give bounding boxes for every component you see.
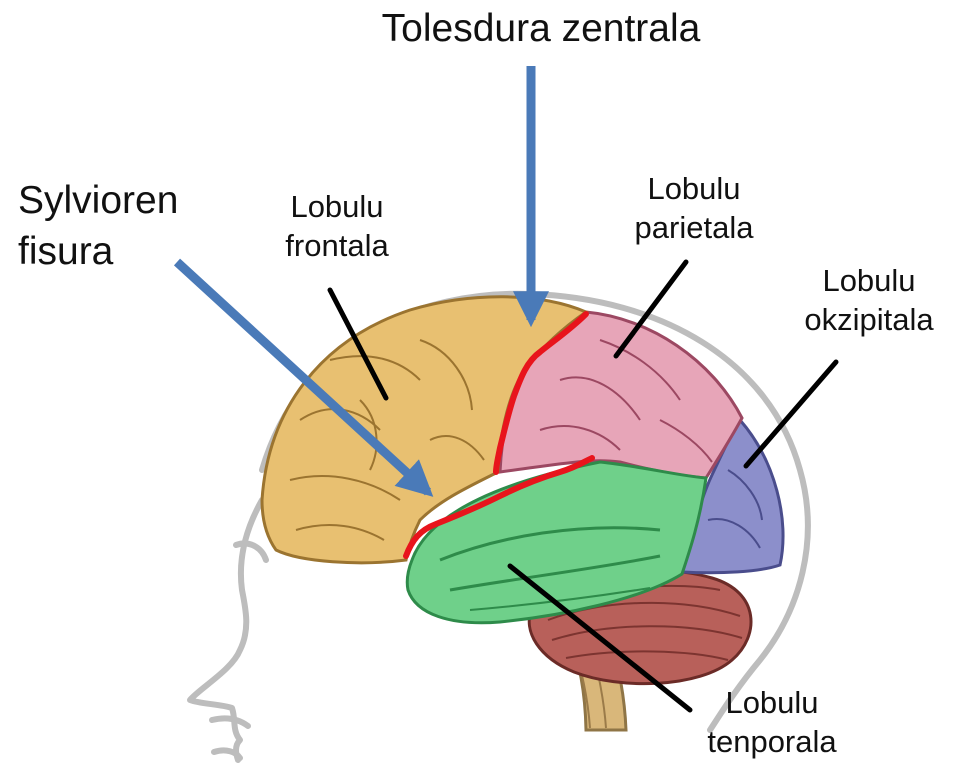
sylvian-line-2: fisura xyxy=(18,227,178,278)
frontal-line-2: frontala xyxy=(262,227,412,266)
temporal-line-1: Lobulu xyxy=(684,684,860,723)
parietal-lobe-label: Lobulu parietala xyxy=(614,170,774,248)
parietal-line-1: Lobulu xyxy=(614,170,774,209)
sylvian-line-1: Sylvioren xyxy=(18,176,178,227)
frontal-lobe-label: Lobulu frontala xyxy=(262,188,412,266)
sylvian-fissure-label: Sylvioren fisura xyxy=(18,176,178,277)
frontal-line-1: Lobulu xyxy=(262,188,412,227)
chin-line xyxy=(214,750,240,758)
temporal-lobe-label: Lobulu tenporala xyxy=(684,684,860,762)
central-sulcus-label: Tolesdura zentrala xyxy=(356,4,726,55)
occipital-line-1: Lobulu xyxy=(786,262,952,301)
occipital-line-2: okzipitala xyxy=(786,301,952,340)
occipital-lobe-label: Lobulu okzipitala xyxy=(786,262,952,340)
mouth-line xyxy=(212,718,248,726)
parietal-line-2: parietala xyxy=(614,209,774,248)
temporal-line-2: tenporala xyxy=(684,723,860,762)
central-sulcus-text: Tolesdura zentrala xyxy=(356,4,726,55)
